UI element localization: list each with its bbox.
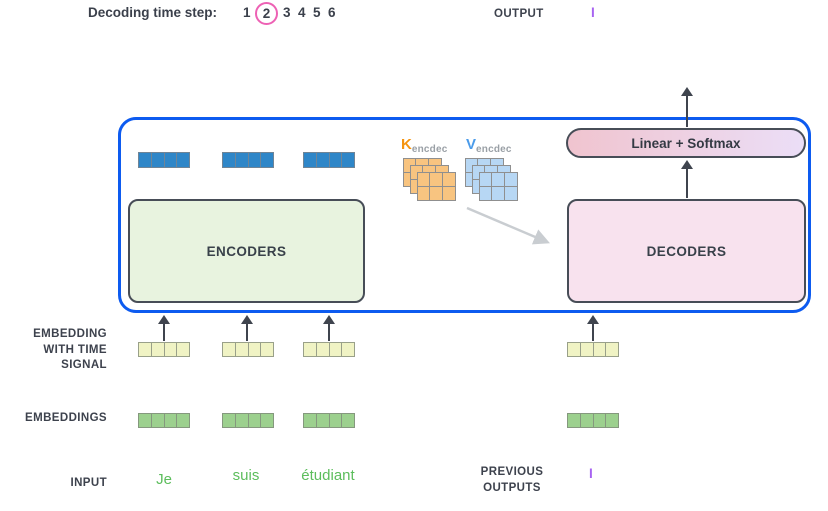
step-6: 6 <box>328 5 336 20</box>
decoding-time-step-label: Decoding time step: <box>88 5 218 20</box>
v-symbol: V <box>466 136 477 153</box>
previous-output-value: I <box>589 466 593 481</box>
embedding-bar <box>567 413 619 428</box>
encoders-box: ENCODERS <box>128 199 365 303</box>
input-label: INPUT <box>70 477 107 489</box>
linear-softmax-pill: Linear + Softmax <box>566 128 806 158</box>
step-4: 4 <box>298 5 306 20</box>
embedding-bar <box>222 413 274 428</box>
decoders-label: DECODERS <box>646 243 727 259</box>
input-token: Je <box>156 471 172 488</box>
step-5: 5 <box>313 5 321 20</box>
v-subscript: encdec <box>476 144 512 155</box>
encoders-label: ENCODERS <box>206 243 287 259</box>
linear-softmax-label: Linear + Softmax <box>631 135 741 151</box>
input-token: étudiant <box>301 467 355 484</box>
time-signal-embedding-bar <box>303 342 355 357</box>
k-encdec-matrix-stack <box>403 158 457 202</box>
embedding-input-arrow-icon <box>157 315 171 341</box>
step-2: 2 <box>262 6 271 21</box>
encoder-output-vector <box>138 152 190 168</box>
embedding-with-time-signal-label: EMBEDDING WITH TIME SIGNAL <box>0 327 107 374</box>
transformer-outline-box <box>118 117 811 313</box>
embedding-with-time-signal-line: EMBEDDING <box>33 328 107 340</box>
step-1: 1 <box>243 5 251 20</box>
time-signal-embedding-bar <box>138 342 190 357</box>
step-3: 3 <box>283 5 291 20</box>
embedding-bar <box>138 413 190 428</box>
decoder-to-softmax-arrow-icon <box>680 160 694 198</box>
embedding-with-time-signal-line: SIGNAL <box>61 359 107 371</box>
v-encdec-matrix-stack <box>465 158 519 202</box>
encoder-output-vector <box>303 152 355 168</box>
embeddings-label: EMBEDDINGS <box>25 412 107 424</box>
input-token: suis <box>232 467 260 484</box>
step-2-active-circle: 2 <box>255 2 278 25</box>
previous-outputs-label: PREVIOUS OUTPUTS <box>460 464 564 496</box>
k-symbol: K <box>401 136 412 153</box>
output-label: OUTPUT <box>494 8 544 20</box>
decoders-box: DECODERS <box>567 199 806 303</box>
embedding-with-time-signal-line: WITH TIME <box>43 343 107 356</box>
time-signal-embedding-bar <box>567 342 619 357</box>
encoder-output-vector <box>222 152 274 168</box>
kv-to-decoder-arrow-icon <box>466 206 550 245</box>
k-subscript: encdec <box>411 144 448 155</box>
output-value: I <box>591 5 595 20</box>
embedding-bar <box>303 413 355 428</box>
embedding-input-arrow-icon <box>322 315 336 341</box>
embedding-input-arrow-icon <box>586 315 600 341</box>
k-encdec-label: Kencdec <box>401 136 448 155</box>
embedding-input-arrow-icon <box>240 315 254 341</box>
time-signal-embedding-bar <box>222 342 274 357</box>
v-encdec-label: Vencdec <box>466 136 512 155</box>
previous-outputs-line: OUTPUTS <box>483 482 541 494</box>
final-output-arrow-icon <box>680 87 694 127</box>
previous-outputs-line: PREVIOUS <box>480 466 544 478</box>
